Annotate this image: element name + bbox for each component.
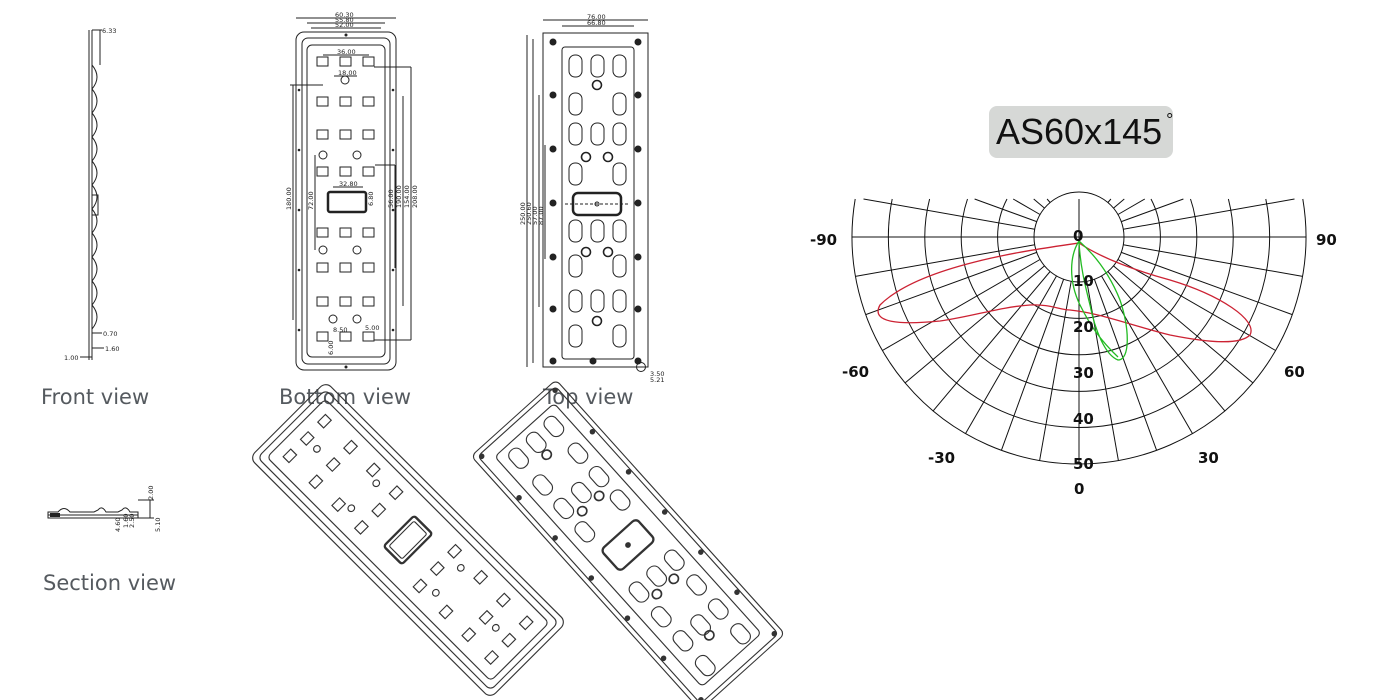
bottom-dim-b1: 8.50 (333, 326, 347, 334)
polar-spoke (1121, 198, 1184, 223)
polar-spoke (932, 271, 1051, 412)
polar-spoke (974, 198, 1037, 223)
front-dim-d2: 1.60 (105, 345, 119, 353)
polar-spoke (1012, 198, 1041, 215)
front-dim-d3: 1.00 (64, 354, 78, 362)
polar-label-right30: 30 (1198, 449, 1219, 467)
top-dim-d2: 5.21 (650, 376, 664, 384)
section-dim-d: 2.50 (128, 514, 136, 528)
section-dim-b: 4.60 (114, 518, 122, 532)
top-view-drawing: 76.00 66.80 250.00 250.60 57.00 87.00 3.… (519, 13, 664, 384)
polar-spoke (1121, 251, 1293, 316)
polar-spoke (1039, 281, 1072, 461)
section-view-label: Section view (43, 571, 177, 595)
bottom-dim-v2: 190.00 (395, 185, 403, 208)
degree-symbol: ° (1166, 110, 1174, 130)
polar-spoke (1113, 198, 1125, 209)
front-dim-top: 6.33 (102, 27, 116, 35)
top-dim-w1: 76.00 (587, 13, 606, 21)
top-dim-h3: 57.00 (531, 206, 539, 225)
polar-radial-label: 0 (1073, 227, 1083, 245)
polar-radial-label: 10 (1073, 272, 1094, 290)
polar-spoke (1086, 281, 1119, 461)
bottom-view-drawing: 60.30 55.80 52.00 36.00 18.00 32.80 180.… (285, 11, 419, 371)
polar-radial-labels: 0 10 20 30 40 50 (1073, 227, 1094, 473)
polar-spoke (1033, 198, 1045, 209)
bottom-dim-v4: 208.00 (411, 185, 419, 208)
polar-spoke (1000, 279, 1065, 451)
polar-label-left30: -30 (928, 449, 955, 467)
isometric-top-drawing (472, 381, 784, 700)
bottom-dim-h3: 6.80 (367, 192, 375, 206)
polar-radial-label: 40 (1073, 410, 1094, 428)
section-dim-e: 5.10 (154, 518, 162, 532)
front-view-label: Front view (41, 385, 150, 409)
top-dim-d1: 3.50 (650, 370, 664, 378)
polar-spoke (1046, 198, 1051, 203)
polar-spoke (1101, 275, 1193, 434)
model-title: AS60x145° (989, 106, 1173, 158)
polar-radial-label: 50 (1073, 455, 1094, 473)
top-dim-h1: 250.00 (519, 202, 527, 225)
bottom-dim-w3: 52.00 (335, 21, 354, 29)
polar-radial-label: 20 (1073, 318, 1094, 336)
polar-spoke (1123, 244, 1303, 277)
bottom-dim-p1: 36.00 (337, 48, 356, 56)
polar-radial-label: 30 (1073, 364, 1094, 382)
polar-spoke (882, 259, 1041, 351)
bottom-view-label: Bottom view (279, 385, 412, 409)
bottom-dim-w1: 60.30 (335, 11, 354, 19)
polar-label-right60: 60 (1284, 363, 1305, 381)
polar-spoke (1123, 198, 1295, 230)
polar-label-bottom: 0 (1074, 480, 1084, 498)
bottom-dim-h1: 180.00 (285, 187, 293, 210)
polar-spoke (904, 265, 1045, 384)
polar-light-distribution: -90 90 -60 60 -30 30 0 0 10 20 30 40 50 (810, 191, 1337, 498)
section-view-drawing: 2.00 4.60 1.60 2.50 5.10 (47, 486, 162, 532)
top-dim-w2: 66.80 (587, 19, 606, 27)
bottom-dim-w2: 55.80 (335, 16, 354, 24)
polar-spoke (1093, 279, 1158, 451)
bottom-dim-v3: 154.00 (403, 185, 411, 208)
polar-grid (851, 191, 1307, 465)
front-dim-d1: 0.70 (103, 330, 117, 338)
polar-spoke (1117, 198, 1146, 215)
section-dim-a: 2.00 (147, 486, 155, 500)
curve-c90-270 (1071, 239, 1128, 361)
bottom-dim-c: 32.80 (339, 180, 358, 188)
model-title-text: AS60x145 (996, 111, 1163, 152)
polar-spoke (863, 198, 1035, 230)
polar-label-left60: -60 (842, 363, 869, 381)
bottom-dim-b3: 6.00 (327, 341, 335, 355)
bottom-dim-b2: 5.00 (365, 324, 379, 332)
polar-spoke (1107, 271, 1226, 412)
polar-spoke (1107, 198, 1112, 203)
polar-label-right90: 90 (1316, 231, 1337, 249)
top-dim-h4: 87.00 (537, 206, 545, 225)
bottom-dim-h2: 72.00 (307, 191, 315, 210)
bottom-dim-v1: 56.00 (387, 189, 395, 208)
polar-spoke (855, 244, 1035, 277)
section-dim-c: 1.60 (122, 514, 130, 528)
top-dim-h2: 250.60 (525, 202, 533, 225)
front-view-drawing: 6.33 0.70 1.60 1.00 (64, 27, 119, 362)
polar-label-left90: -90 (810, 231, 837, 249)
polar-spoke (865, 251, 1037, 316)
isometric-bottom-drawing (252, 384, 564, 696)
bottom-dim-p2: 18.00 (338, 69, 357, 77)
polar-spoke (1113, 265, 1254, 384)
polar-spoke (965, 275, 1057, 434)
curve-c0-180 (877, 242, 1252, 343)
